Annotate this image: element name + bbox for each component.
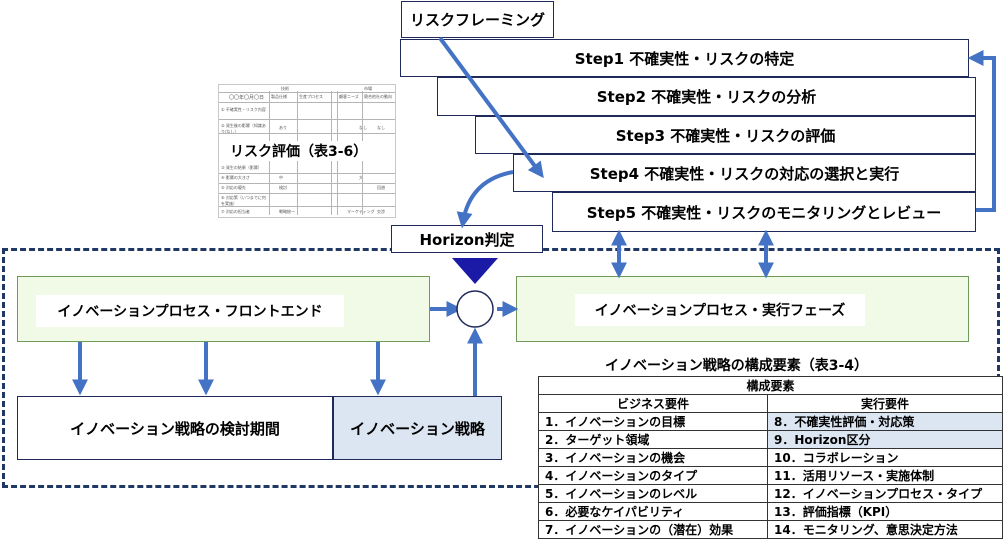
risk-evaluation-label: リスク評価（表3-6） [228, 141, 370, 161]
table-cell: 9．Horizon区分 [767, 430, 1003, 449]
step4-label: Step4 不確実性・リスクの対応の選択と実行 [589, 164, 900, 183]
thumb-date: 〇〇年〇月〇日 [229, 95, 265, 101]
step2-box: Step2 不確実性・リスクの分析 [437, 77, 976, 116]
thumb-cell: あり [279, 125, 287, 130]
table-cell: 1．イノベーションの目標 [538, 412, 768, 431]
thumb-cell: なし [377, 125, 385, 130]
step4-to-horizon-arrow [456, 170, 514, 229]
table-cell: 7．イノベーションの（潜在）効果 [538, 520, 768, 539]
step4-box: Step4 不確実性・リスクの対応の選択と実行 [513, 154, 976, 192]
step2-label: Step2 不確実性・リスクの分析 [596, 88, 817, 106]
innovation-strategy-box: イノベーション戦略 [333, 396, 502, 460]
step5-feedback-arrow [967, 50, 996, 212]
thumb-row-4: ④ 影響の大きさ [221, 175, 250, 180]
strategy-review-period-box: イノベーション戦略の検討期間 [17, 396, 333, 460]
thumb-cell: 回避 [377, 185, 385, 190]
table-cell: 5．イノベーションのレベル [538, 484, 768, 503]
table-cell: 3．イノベーションの機会 [538, 448, 768, 467]
horizon-judgement-label: Horizon判定 [419, 230, 515, 249]
step3-label: Step3 不確実性・リスクの評価 [615, 126, 836, 145]
column-execution: 実行要件 [767, 394, 1003, 413]
thumb-col-4: 競合他社の動向 [364, 94, 392, 99]
thumb-col-1: 製品仕様 [271, 94, 287, 99]
thumb-row-1: ① 不確実性・リスク内容 [221, 107, 266, 112]
risk-framing-label: リスクフレーミング [409, 11, 545, 29]
thumb-row-6: ⑥ 対応策（いつまでに何を実施） [221, 195, 266, 206]
step5-box: Step5 不確実性・リスクのモニタリングとレビュー [552, 192, 976, 232]
table-caption: イノベーション戦略の構成要素（表3-4） [605, 358, 869, 374]
thumb-cell: 交渉 [377, 209, 385, 214]
table-cell: 14．モニタリング、意思決定方法 [767, 520, 1003, 539]
front-end-label: イノベーションプロセス・フロントエンド [57, 304, 323, 320]
table-cell: 10．コラボレーション [767, 448, 1003, 467]
thumb-head-market: 市場 [364, 86, 372, 91]
thumb-cell: 戦略統一 [279, 209, 295, 214]
execution-phase-box: イノベーションプロセス・実行フェーズ [575, 294, 865, 326]
table-header: 構成要素 [538, 376, 1003, 395]
thumb-row-3: ③ 発生の結果（影響） [221, 165, 262, 170]
step3-box: Step3 不確実性・リスクの評価 [475, 116, 976, 154]
thumb-cell: なし [359, 125, 367, 130]
thumb-row-2: ② 発生後の影響（知識あり/なし） [221, 123, 266, 134]
step5-label: Step5 不確実性・リスクのモニタリングとレビュー [586, 203, 942, 222]
table-cell: 2．ターゲット領域 [538, 430, 768, 449]
front-end-box: イノベーションプロセス・フロントエンド [36, 295, 344, 327]
innovation-strategy-label: イノベーション戦略 [350, 419, 485, 438]
step1-label: Step1 不確実性・リスクの特定 [574, 49, 795, 68]
horizon-judgement-box: Horizon判定 [391, 225, 543, 253]
thumb-col-3: 顧客ニーズ [339, 94, 359, 99]
thumb-cell: 大 [359, 175, 363, 180]
thumb-row-5: ⑤ 対応の優先 [221, 185, 246, 190]
thumb-cell: マーケティング [347, 209, 375, 214]
risk-framing-box: リスクフレーミング [401, 1, 554, 38]
table-cell: 6．必要なケイパビリティ [538, 502, 768, 521]
thumb-cell: 検討 [279, 185, 287, 190]
thumb-row-7: ⑦ 対応の担当者 [221, 209, 250, 214]
execution-phase-label: イノベーションプロセス・実行フェーズ [594, 303, 846, 319]
step1-box: Step1 不確実性・リスクの特定 [400, 39, 969, 77]
thumb-head-tech: 技術 [281, 86, 289, 91]
thumb-col-2: 生産プロセス [299, 94, 323, 99]
strategy-review-period-label: イノベーション戦略の検討期間 [70, 419, 280, 438]
table-cell: 8．不確実性評価・対応策 [767, 412, 1003, 431]
thumb-cell: 中 [279, 175, 283, 180]
table-cell: 11．活用リソース・実施体制 [767, 466, 1003, 485]
table-cell: 4．イノベーションのタイプ [538, 466, 768, 485]
table-cell: 13．評価指標（KPI） [767, 502, 1003, 521]
column-business: ビジネス要件 [538, 394, 768, 413]
table-cell: 12．イノベーションプロセス・タイプ [767, 484, 1003, 503]
